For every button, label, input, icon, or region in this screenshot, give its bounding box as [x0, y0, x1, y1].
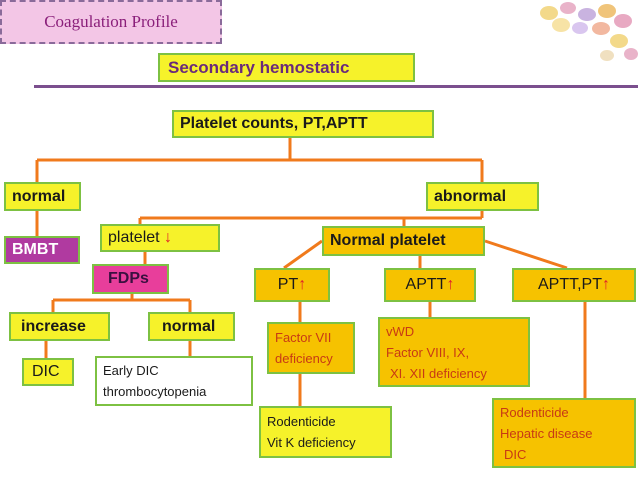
node-vwd: vWD Factor VIII, IX, XI. XII deficiency [378, 317, 530, 387]
node-early-dic: Early DIC thrombocytopenia [95, 356, 253, 406]
vwd-line-3: XI. XII deficiency [390, 365, 487, 381]
node-aptt-label: APTT [405, 276, 447, 293]
node-aptt-pt: APTT,PT↑ [512, 268, 636, 302]
node-normal: normal [4, 182, 81, 211]
node-factor-vii: Factor VII deficiency [267, 322, 355, 374]
arrow-up-icon: ↑ [298, 276, 307, 293]
node-root: Platelet counts, PT,APTT [172, 110, 434, 138]
node-aptt: APTT↑ [384, 268, 476, 302]
node-normal-platelet: Normal platelet [322, 226, 485, 256]
arrow-down-icon: ↓ [164, 229, 173, 246]
hepatic-line-1: Rodenticide [500, 404, 569, 420]
node-fdp-normal: normal [148, 312, 235, 341]
vwd-line-2: Factor VIII, IX, [386, 344, 470, 360]
hepatic-line-2: Hepatic disease [500, 425, 593, 441]
factor-vii-line-2: deficiency [275, 351, 333, 366]
factor-vii-line-1: Factor VII [275, 330, 332, 345]
node-bmbt: BMBT [4, 236, 80, 264]
node-fdps: FDPs [92, 264, 169, 294]
node-platelet-label: platelet [108, 229, 160, 246]
rodenticide-line-1: Rodenticide [267, 414, 336, 429]
node-rodenticide-vitk: Rodenticide Vit K deficiency [259, 406, 392, 458]
early-dic-line-1: Early DIC [103, 363, 159, 378]
slide-title: Coagulation Profile [0, 0, 222, 44]
rodenticide-line-2: Vit K deficiency [267, 435, 356, 450]
decorative-pills [500, 0, 638, 80]
node-dic: DIC [22, 358, 74, 386]
node-hepatic: Rodenticide Hepatic disease DIC [492, 398, 636, 468]
hepatic-line-3: DIC [504, 446, 527, 462]
arrow-up-icon: ↑ [446, 276, 455, 293]
node-platelet: platelet ↓ [100, 224, 220, 252]
divider-line [34, 85, 638, 88]
arrow-up-icon: ↑ [602, 276, 610, 293]
vwd-line-1: vWD [386, 323, 415, 339]
diagram-heading: Secondary hemostatic [158, 53, 415, 82]
node-pt: PT↑ [254, 268, 330, 302]
node-increase: increase [9, 312, 110, 341]
node-pt-label: PT [277, 276, 299, 293]
node-abnormal: abnormal [426, 182, 539, 211]
early-dic-line-2: thrombocytopenia [103, 384, 207, 399]
node-aptt-pt-label: APTT,PT [537, 276, 602, 293]
